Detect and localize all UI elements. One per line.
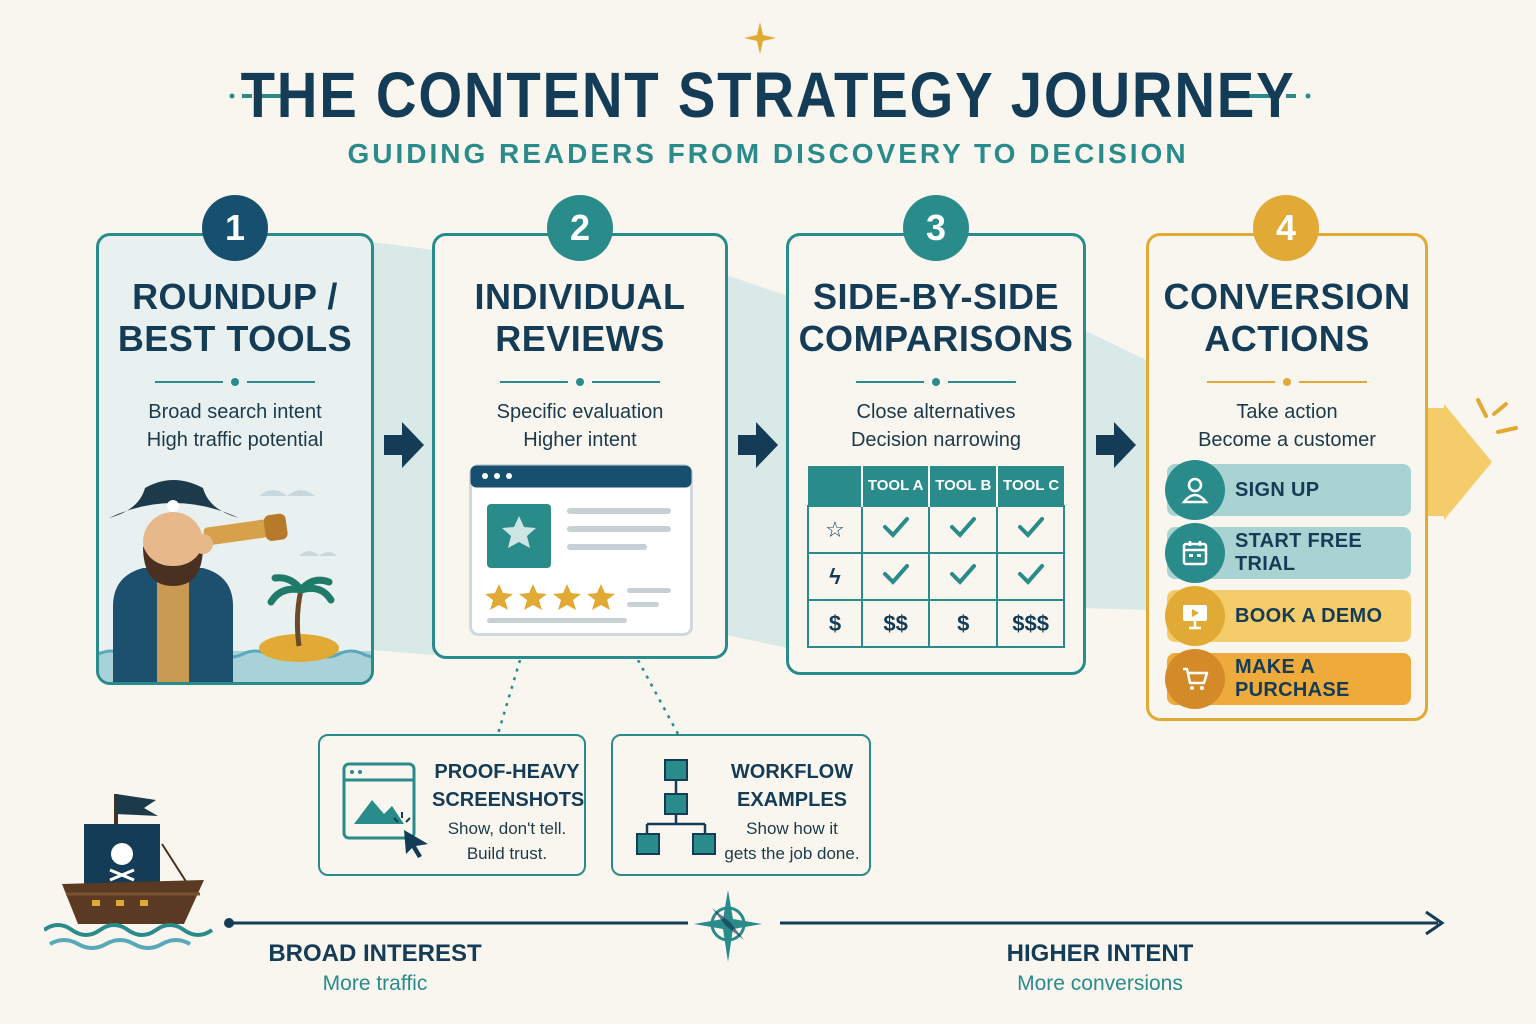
stage-card-conversion: CONVERSION ACTIONS Take action Become a … bbox=[1146, 233, 1428, 721]
stage-description: Broad search intent High traffic potenti… bbox=[146, 401, 324, 451]
start-free-trial-button[interactable]: START FREE TRIAL bbox=[1165, 523, 1411, 583]
stage-title: ROUNDUP / BEST TOOLS bbox=[117, 276, 353, 359]
stage-title: INDIVIDUAL REVIEWS bbox=[474, 276, 686, 359]
screenshot-icon bbox=[342, 762, 428, 858]
title-right-ornament bbox=[1232, 93, 1311, 99]
divider-ornament bbox=[155, 378, 315, 386]
book-a-demo-button[interactable]: BOOK A DEMO bbox=[1165, 586, 1411, 646]
check-icon bbox=[996, 505, 1065, 554]
sparkle-icon bbox=[744, 22, 776, 54]
check-icon bbox=[860, 505, 931, 554]
make-a-purchase-button[interactable]: MAKE A PURCHASE bbox=[1165, 649, 1411, 709]
stage-title: CONVERSION ACTIONS bbox=[1163, 276, 1411, 359]
table-header-cell: TOOL B bbox=[929, 466, 999, 506]
pirate-spyglass-icon bbox=[99, 480, 371, 682]
pirate-ship-icon bbox=[44, 794, 214, 950]
table-row: ϟ bbox=[807, 552, 1065, 601]
support-card-workflow: WORKFLOW EXAMPLES Show how it gets the j… bbox=[611, 734, 871, 876]
stage-description: Specific evaluation Higher intent bbox=[496, 401, 664, 451]
stage-description: Close alternatives Decision narrowing bbox=[850, 401, 1022, 451]
lightning-icon: ϟ bbox=[807, 552, 863, 601]
axis-right-sub: More conversions bbox=[1017, 972, 1183, 995]
page-subtitle: GUIDING READERS FROM DISCOVERY TO DECISI… bbox=[347, 138, 1189, 169]
divider-ornament bbox=[856, 378, 1016, 386]
table-header-cell bbox=[808, 466, 863, 506]
divider-ornament bbox=[500, 378, 660, 386]
cta-label: START FREE TRIAL bbox=[1235, 530, 1363, 575]
cart-icon bbox=[1165, 649, 1225, 709]
gold-arrow-icon bbox=[1428, 398, 1518, 520]
check-icon bbox=[928, 552, 999, 601]
calendar-icon bbox=[1165, 523, 1225, 583]
sign-up-button[interactable]: SIGN UP bbox=[1165, 460, 1411, 520]
table-header-row: TOOL A TOOL B TOOL C bbox=[808, 466, 1064, 506]
axis-left-label: BROAD INTEREST bbox=[268, 940, 482, 967]
page-title: THE CONTENT STRATEGY JOURNEY bbox=[240, 59, 1296, 131]
arrow-right-icon bbox=[738, 422, 778, 468]
step-badge-4: 4 bbox=[1253, 195, 1319, 261]
comparison-table: TOOL A TOOL B TOOL C ☆ ϟ $ $$ $ bbox=[807, 466, 1065, 648]
cta-label: SIGN UP bbox=[1235, 478, 1320, 501]
axis-right-label: HIGHER INTENT bbox=[1006, 940, 1194, 967]
divider-ornament bbox=[1207, 378, 1367, 386]
stage-card-comparisons: SIDE-BY-SIDE COMPARISONS Close alternati… bbox=[786, 233, 1086, 675]
table-cell: $$$ bbox=[996, 599, 1065, 648]
review-window-icon bbox=[469, 464, 693, 636]
stage-title: SIDE-BY-SIDE COMPARISONS bbox=[798, 276, 1074, 359]
table-cell: $ bbox=[928, 599, 999, 648]
table-header-cell: TOOL C bbox=[997, 466, 1064, 506]
step-badge-1: 1 bbox=[202, 195, 268, 261]
star-icon: ☆ bbox=[807, 505, 863, 554]
dotted-connector bbox=[496, 660, 680, 735]
cta-label: BOOK A DEMO bbox=[1235, 604, 1383, 627]
user-icon bbox=[1165, 460, 1225, 520]
stage-card-reviews: INDIVIDUAL REVIEWS Specific evaluation H… bbox=[432, 233, 728, 659]
stage-card-roundup: ROUNDUP / BEST TOOLS Broad search intent… bbox=[96, 233, 374, 685]
step-badge-2: 2 bbox=[547, 195, 613, 261]
support-title: PROOF-HEAVY SCREENSHOTS bbox=[432, 761, 585, 811]
check-icon bbox=[860, 552, 931, 601]
table-header-cell: TOOL A bbox=[862, 466, 931, 506]
compass-icon bbox=[694, 890, 762, 962]
support-card-screenshots: PROOF-HEAVY SCREENSHOTS Show, don't tell… bbox=[318, 734, 586, 876]
table-row: $ $$ $ $$$ bbox=[807, 599, 1065, 648]
check-icon bbox=[996, 552, 1065, 601]
presentation-icon bbox=[1165, 586, 1225, 646]
stage-description: Take action Become a customer bbox=[1198, 401, 1376, 451]
workflow-icon bbox=[636, 759, 716, 855]
support-title: WORKFLOW EXAMPLES bbox=[730, 761, 854, 811]
table-cell: $$ bbox=[860, 599, 931, 648]
support-description: Show how it gets the job done. bbox=[724, 819, 860, 863]
cta-label: MAKE A PURCHASE bbox=[1235, 656, 1350, 701]
check-icon bbox=[928, 505, 999, 554]
title-left-ornament bbox=[229, 93, 304, 99]
step-badge-3: 3 bbox=[903, 195, 969, 261]
support-description: Show, don't tell. Build trust. bbox=[447, 819, 567, 863]
journey-axis bbox=[224, 910, 1445, 936]
axis-left-sub: More traffic bbox=[322, 972, 428, 995]
dollar-icon: $ bbox=[807, 599, 863, 648]
arrow-right-icon bbox=[384, 422, 424, 468]
table-row: ☆ bbox=[807, 505, 1065, 554]
arrow-right-icon bbox=[1096, 422, 1136, 468]
